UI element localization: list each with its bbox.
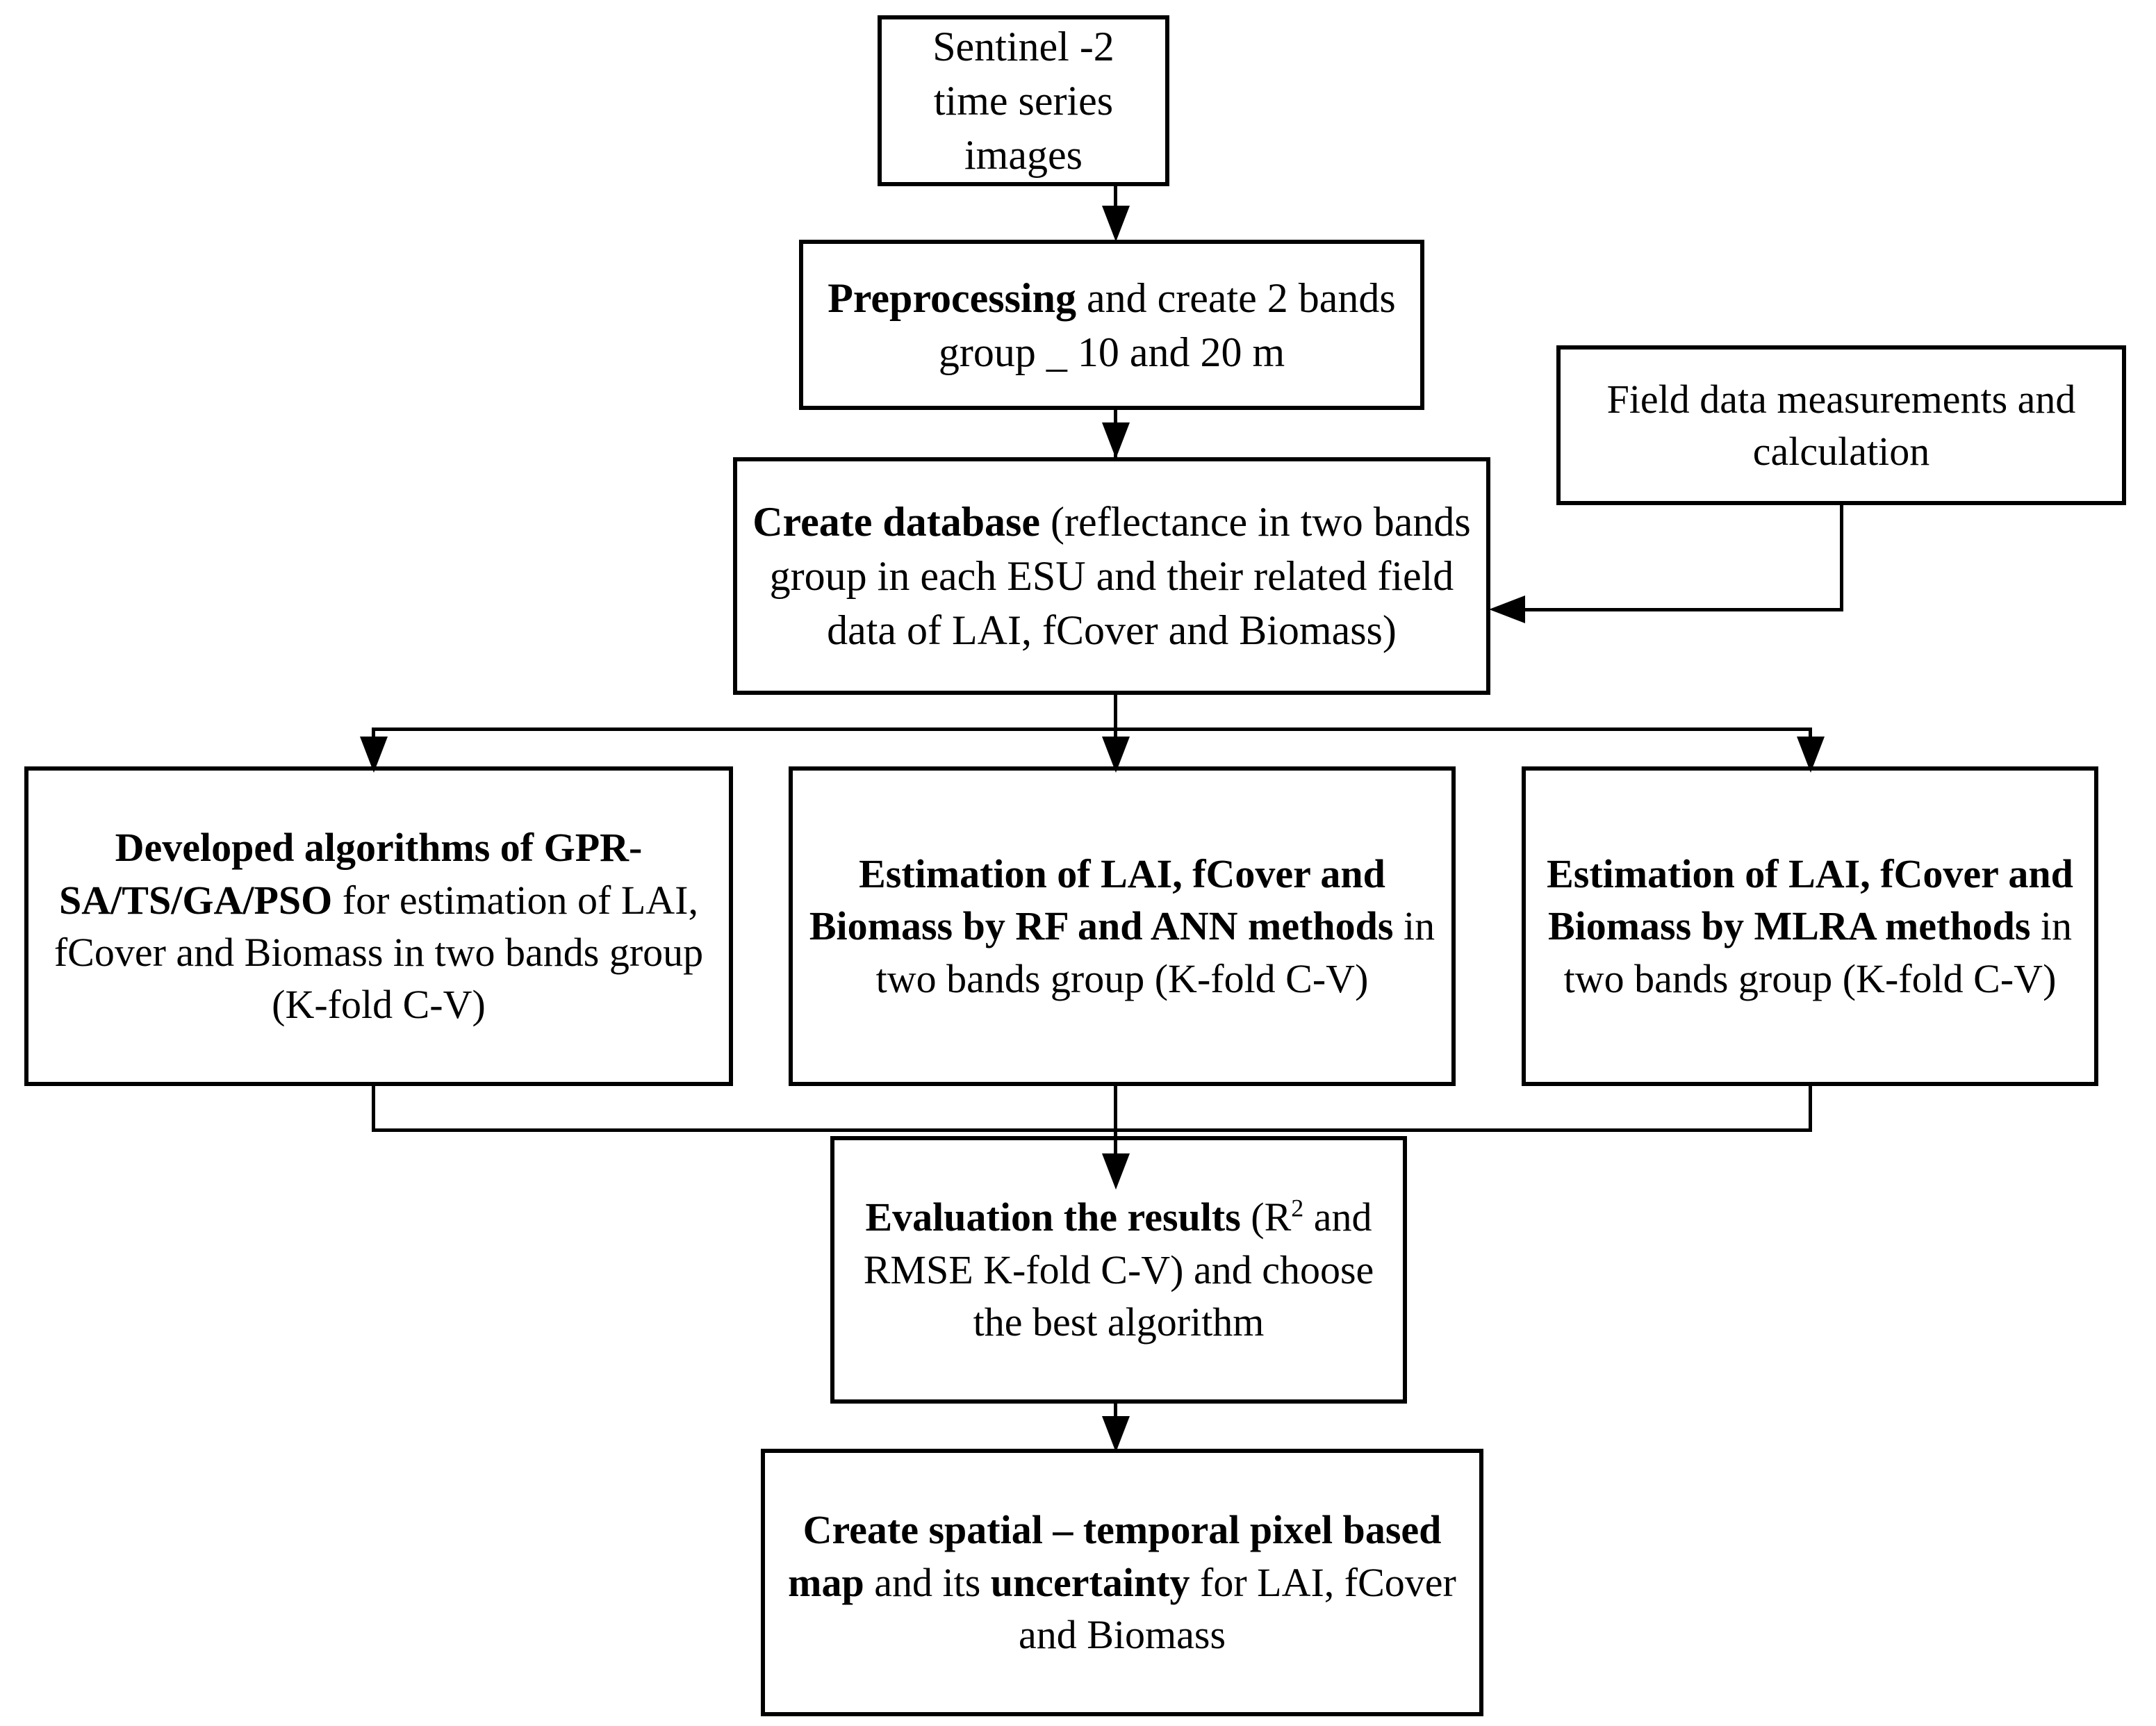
flow-node-field-data-label: Field data measurements and calculation [1606, 376, 2076, 474]
flow-node-rf-ann-methods: Estimation of LAI, fCover and Biomass by… [789, 766, 1456, 1086]
flow-node-field-data: Field data measurements and calculation [1556, 345, 2126, 505]
edge-database-split-stem [1114, 695, 1117, 731]
flow-node-final-map: Create spatial – temporal pixel based ma… [761, 1449, 1483, 1716]
flow-node-final-map-label: Create spatial – temporal pixel based ma… [788, 1507, 1456, 1658]
edge-merge-evaluation-arrow [1102, 1153, 1130, 1190]
edge-database-split-bus [372, 728, 1812, 731]
edge-merge-bus [372, 1128, 1812, 1132]
edge-rfann-merge-stem [1114, 1086, 1117, 1166]
flow-node-preprocessing-label: Preprocessing and create 2 bands group _… [828, 274, 1396, 375]
flow-node-mlra-methods-label: Estimation of LAI, fCover and Biomass by… [1547, 850, 2073, 1001]
edge-evaluation-finalmap-arrow [1102, 1416, 1130, 1452]
flow-node-create-database-label: Create database (reflectance in two band… [752, 499, 1471, 653]
edge-sentinel-preprocessing-arrow [1102, 206, 1130, 242]
flow-node-rf-ann-methods-label: Estimation of LAI, fCover and Biomass by… [809, 850, 1435, 1001]
edge-database-rfann-arrow [1102, 737, 1130, 773]
edge-database-mlra-arrow [1797, 737, 1825, 773]
edge-preprocessing-database-arrow [1102, 422, 1130, 459]
edge-database-gpr-arrow [360, 737, 388, 773]
edge-gpr-merge-drop [372, 1086, 375, 1131]
edge-fielddata-database-hline [1508, 608, 1842, 611]
flow-node-gpr-algorithms: Developed algorithms of GPR-SA/TS/GA/PSO… [24, 766, 733, 1086]
edge-fielddata-database-arrow [1489, 595, 1525, 623]
flow-node-preprocessing: Preprocessing and create 2 bands group _… [799, 240, 1424, 410]
flow-node-gpr-algorithms-label: Developed algorithms of GPR-SA/TS/GA/PSO… [54, 825, 704, 1028]
flow-node-sentinel-label: Sentinel -2 time series images [932, 24, 1114, 178]
edge-fielddata-database-vline [1840, 505, 1843, 611]
flow-node-evaluation-label: Evaluation the results (R2 and RMSE K-fo… [863, 1194, 1374, 1345]
edge-mlra-merge-drop [1809, 1086, 1812, 1131]
flow-node-sentinel: Sentinel -2 time series images [878, 15, 1169, 186]
flow-node-create-database: Create database (reflectance in two band… [733, 457, 1490, 695]
flow-node-mlra-methods: Estimation of LAI, fCover and Biomass by… [1522, 766, 2098, 1086]
